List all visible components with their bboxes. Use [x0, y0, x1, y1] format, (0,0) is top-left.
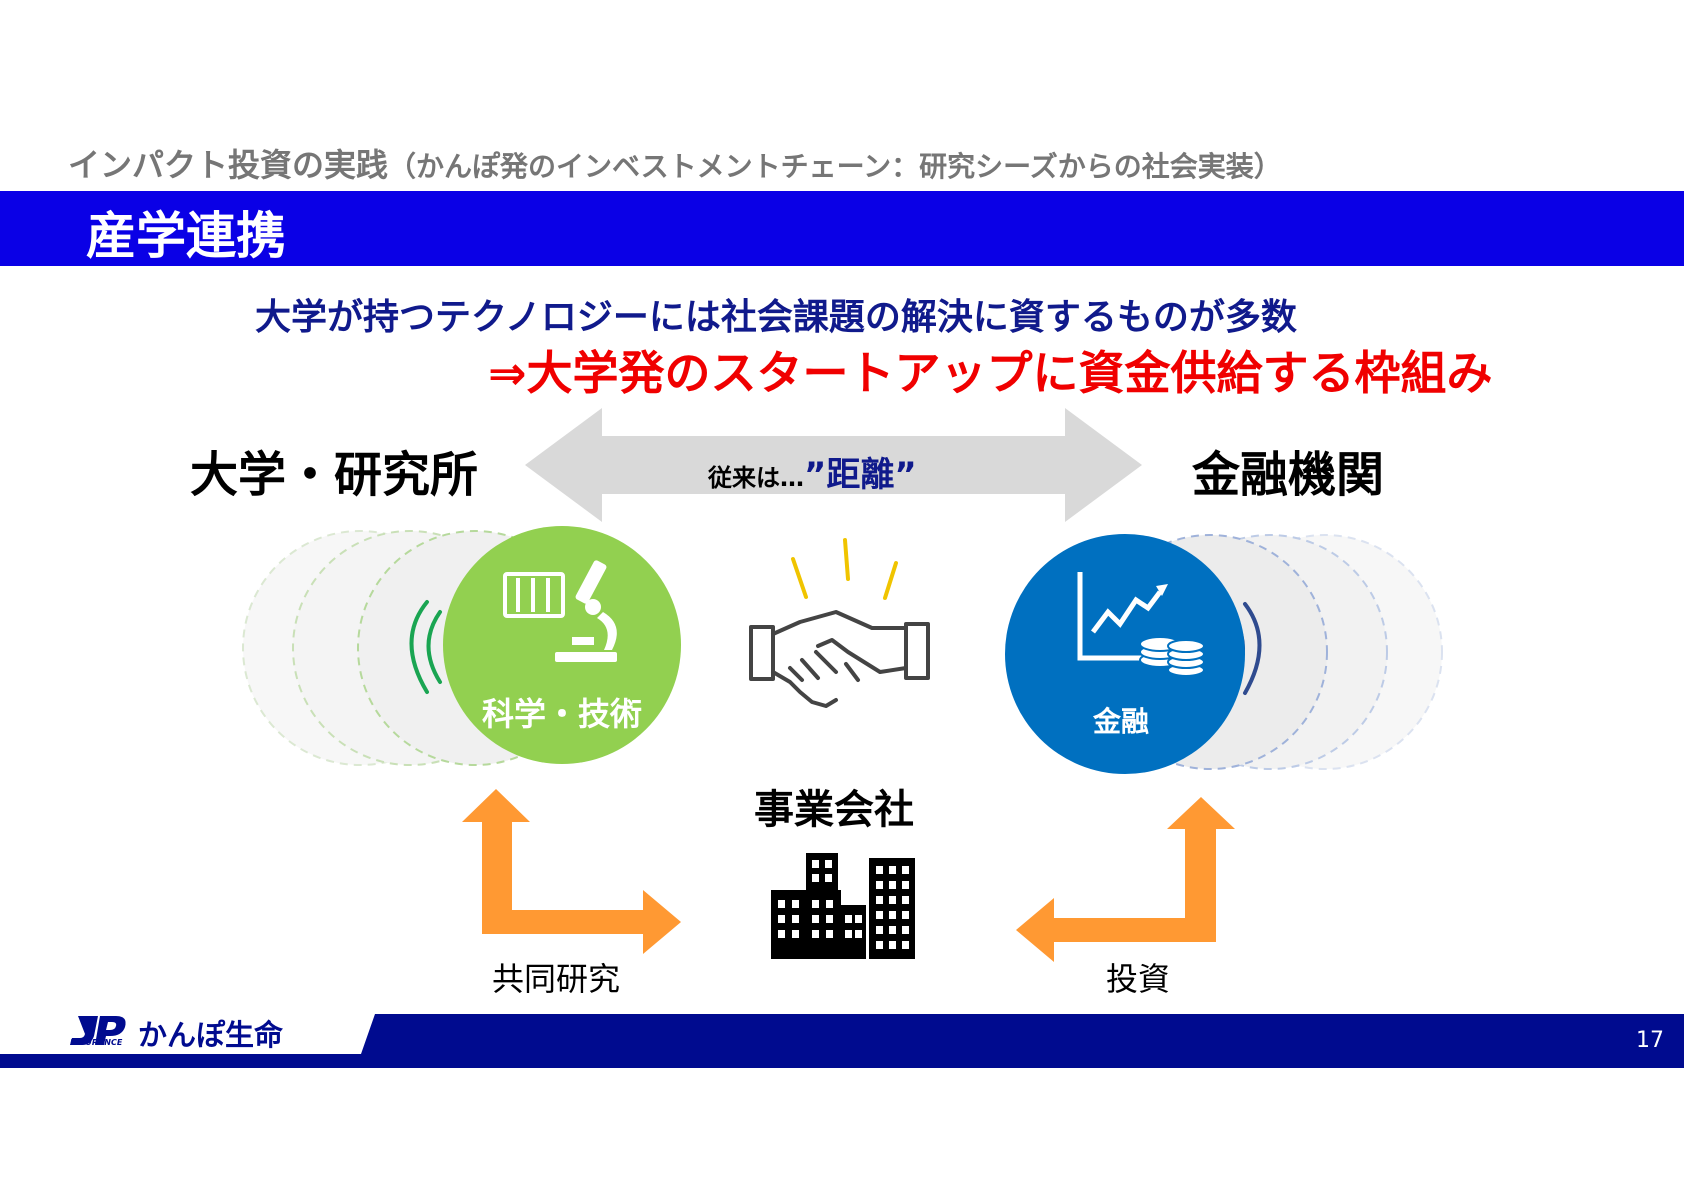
joint-research-label: 共同研究: [492, 960, 621, 998]
handshake-icon: [749, 610, 930, 708]
spark-lines-icon: [791, 538, 898, 600]
science-circle-label: 科学・技術: [482, 695, 643, 733]
section-title: 産学連携: [86, 207, 286, 265]
headline-line2: ⇒大学発のスタートアップに資金供給する枠組み: [488, 346, 1493, 400]
company-label: 事業会社: [754, 787, 914, 833]
science-circle: [443, 526, 681, 764]
page-title-main: インパクト投資の実践: [68, 146, 389, 184]
logo-subtext: INSURANCE: [70, 1038, 123, 1047]
distance-text: 従来は…”距離”: [708, 447, 917, 496]
distance-emphasis: ”距離”: [804, 455, 917, 495]
investment-arrow: [1016, 797, 1235, 962]
company-logo-text: かんぽ生命: [138, 1018, 284, 1052]
jp-logo-icon: [70, 1016, 126, 1045]
distance-double-arrow: [525, 408, 1142, 522]
left-signal-arcs: [409, 600, 442, 694]
university-label: 大学・研究所: [190, 447, 479, 503]
building-windows: [778, 860, 909, 949]
page-title: インパクト投資の実践（かんぽ発のインベストメントチェーン：研究シーズからの社会実…: [68, 140, 1282, 186]
distance-prefix: 従来は…: [708, 464, 804, 492]
microscope-icon: [555, 560, 617, 662]
footer-band: [0, 1014, 1684, 1068]
section-band: [0, 191, 1684, 266]
coins-icon: [1139, 636, 1205, 677]
page-number: 17: [1636, 1028, 1664, 1053]
financial-institution-label: 金融機関: [1192, 447, 1385, 503]
growth-chart-icon: [1077, 572, 1162, 661]
finance-circle-label: 金融: [1093, 705, 1150, 738]
headline-line1: 大学が持つテクノロジーには社会課題の解決に資するものが多数: [255, 297, 1297, 338]
investment-label: 投資: [1106, 960, 1171, 998]
joint-research-arrow: [462, 789, 681, 954]
test-tubes-icon: [503, 572, 565, 618]
chart-arrowhead: [1156, 584, 1168, 596]
page-title-sub: （かんぽ発のインベストメントチェーン：研究シーズからの社会実装）: [388, 150, 1282, 183]
finance-circle: [1005, 534, 1245, 774]
